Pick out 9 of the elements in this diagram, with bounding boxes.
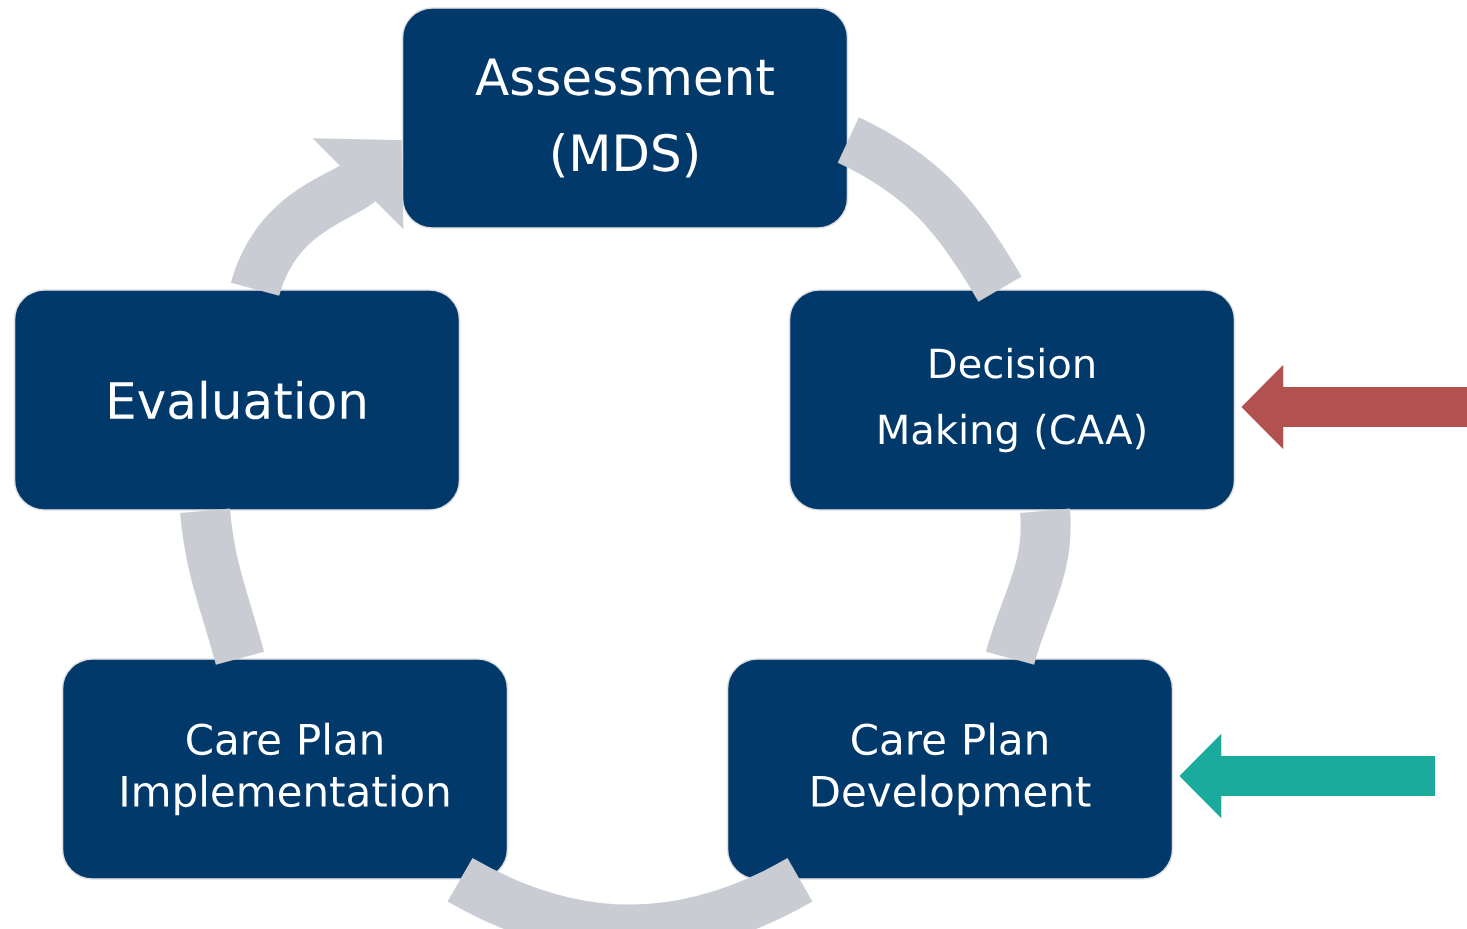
cycle-band <box>986 509 1071 666</box>
cycle-band <box>180 508 265 665</box>
process-box: Decision Making (CAA) <box>788 289 1236 511</box>
process-box: Evaluation <box>13 289 461 511</box>
process-box: Care Plan Implementation <box>61 658 509 880</box>
cycle-band <box>448 857 812 929</box>
process-box: Assessment (MDS) <box>401 7 849 229</box>
process-box: Care Plan Development <box>726 658 1174 880</box>
cycle-arrow <box>231 138 404 298</box>
